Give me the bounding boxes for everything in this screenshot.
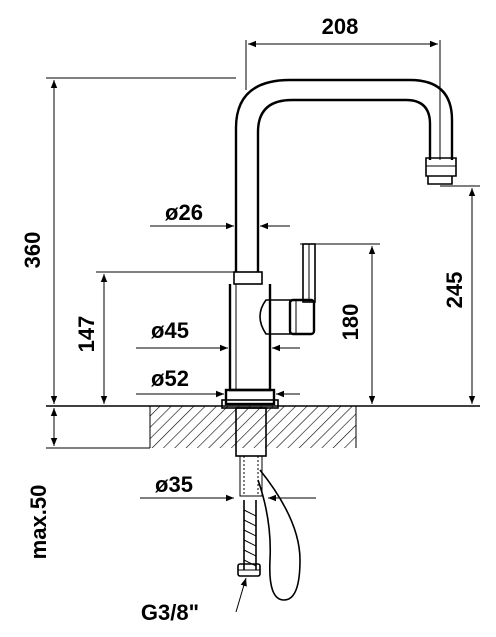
dim-max-50: max.50	[26, 408, 150, 559]
dim-height-180: 180	[300, 243, 380, 404]
dim-width-208: 208	[245, 14, 441, 160]
dim-label-d35: ø35	[155, 472, 193, 497]
dim-height-360: 360	[20, 77, 236, 404]
dim-label-thread: G3/8"	[141, 600, 199, 625]
dim-label-d52: ø52	[151, 366, 189, 391]
dim-diameter-26: ø26	[150, 200, 290, 230]
dim-label-d26: ø26	[165, 200, 203, 225]
dim-diameter-45: ø45	[136, 318, 300, 352]
dim-thread: G3/8"	[141, 577, 247, 625]
dim-label-360: 360	[20, 232, 45, 269]
dim-diameter-52: ø52	[136, 366, 300, 398]
dim-label-147: 147	[74, 316, 99, 353]
dim-diameter-35: ø35	[140, 472, 316, 502]
dim-label-208: 208	[322, 14, 359, 39]
dim-label-245: 245	[442, 272, 467, 309]
faucet-outline	[221, 78, 457, 601]
dim-label-max50: max.50	[26, 485, 51, 560]
dim-height-245: 245	[440, 185, 480, 404]
dim-label-d45: ø45	[151, 318, 189, 343]
dim-height-147: 147	[74, 271, 236, 404]
countertop	[46, 405, 480, 449]
dim-label-180: 180	[338, 304, 363, 341]
